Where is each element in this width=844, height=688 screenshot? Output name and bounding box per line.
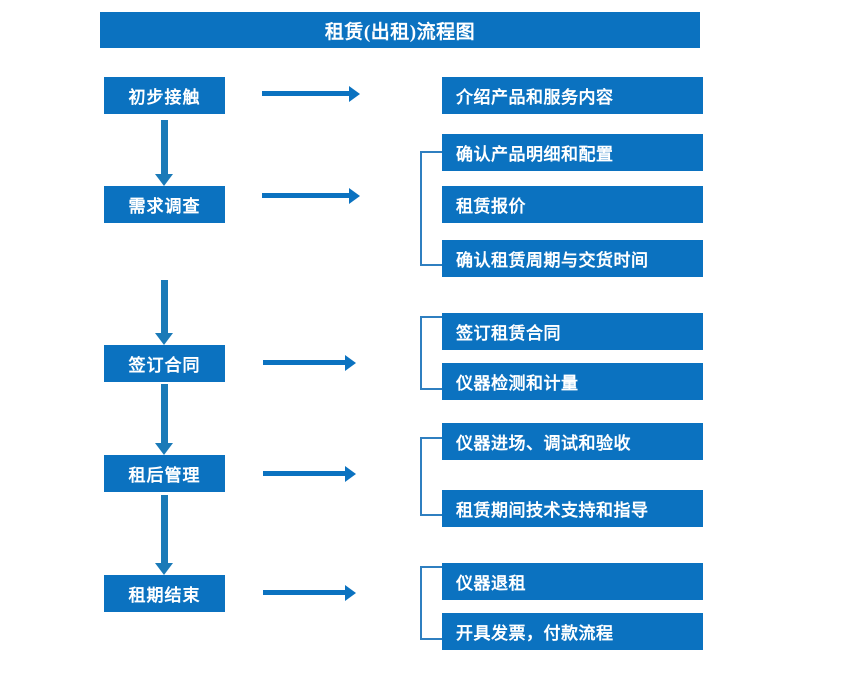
detail-box-introduce-products[interactable]: 介绍产品和服务内容 bbox=[442, 77, 703, 114]
arrow-head bbox=[345, 355, 356, 371]
detail-box-invoice-payment[interactable]: 开具发票，付款流程 bbox=[442, 613, 703, 650]
arrow-shaft bbox=[161, 495, 168, 563]
stage-box-lease-end[interactable]: 租期结束 bbox=[104, 575, 225, 612]
arrow-head bbox=[345, 585, 356, 601]
stage-box-sign-contract[interactable]: 签订合同 bbox=[104, 345, 225, 382]
arrow-shaft bbox=[263, 590, 346, 595]
stage-box-post-rental-management[interactable]: 租后管理 bbox=[104, 455, 225, 492]
flow-arrow-down-1 bbox=[155, 120, 173, 186]
detail-arrow-sign-contract bbox=[263, 355, 356, 371]
detail-box-instrument-return[interactable]: 仪器退租 bbox=[442, 563, 703, 600]
arrow-shaft bbox=[262, 91, 350, 96]
detail-box-instrument-entry[interactable]: 仪器进场、调试和验收 bbox=[442, 423, 703, 460]
arrow-head bbox=[349, 188, 360, 204]
detail-arrow-post-rental-management bbox=[263, 466, 356, 482]
group-bracket-sign-contract bbox=[420, 316, 442, 390]
arrow-head bbox=[155, 443, 173, 455]
flow-arrow-down-2 bbox=[155, 280, 173, 345]
arrow-head bbox=[345, 466, 356, 482]
arrow-head bbox=[155, 174, 173, 186]
group-bracket-lease-end bbox=[420, 566, 442, 640]
flow-arrow-down-4 bbox=[155, 495, 173, 575]
detail-arrow-lease-end bbox=[263, 585, 356, 601]
arrow-head bbox=[155, 563, 173, 575]
stage-box-initial-contact[interactable]: 初步接触 bbox=[104, 77, 225, 114]
arrow-shaft bbox=[262, 193, 350, 198]
detail-box-sign-rental-contract[interactable]: 签订租赁合同 bbox=[442, 313, 703, 350]
flowchart-title: 租赁(出租)流程图 bbox=[100, 12, 700, 48]
arrow-shaft bbox=[263, 471, 346, 476]
detail-box-confirm-period-delivery[interactable]: 确认租赁周期与交货时间 bbox=[442, 240, 703, 277]
detail-arrow-demand-survey bbox=[262, 188, 360, 204]
arrow-head bbox=[349, 86, 360, 102]
arrow-shaft bbox=[263, 360, 346, 365]
arrow-shaft bbox=[161, 280, 168, 333]
arrow-shaft bbox=[161, 120, 168, 174]
flow-arrow-down-3 bbox=[155, 384, 173, 455]
detail-box-confirm-product-details[interactable]: 确认产品明细和配置 bbox=[442, 134, 703, 171]
arrow-head bbox=[155, 333, 173, 345]
detail-box-instrument-inspection[interactable]: 仪器检测和计量 bbox=[442, 363, 703, 400]
group-bracket-demand-survey bbox=[420, 151, 442, 266]
stage-box-demand-survey[interactable]: 需求调查 bbox=[104, 186, 225, 223]
detail-box-rental-quotation[interactable]: 租赁报价 bbox=[442, 186, 703, 223]
detail-box-technical-support[interactable]: 租赁期间技术支持和指导 bbox=[442, 490, 703, 527]
group-bracket-post-rental-management bbox=[420, 437, 442, 516]
arrow-shaft bbox=[161, 384, 168, 443]
detail-arrow-initial-contact bbox=[262, 86, 360, 102]
